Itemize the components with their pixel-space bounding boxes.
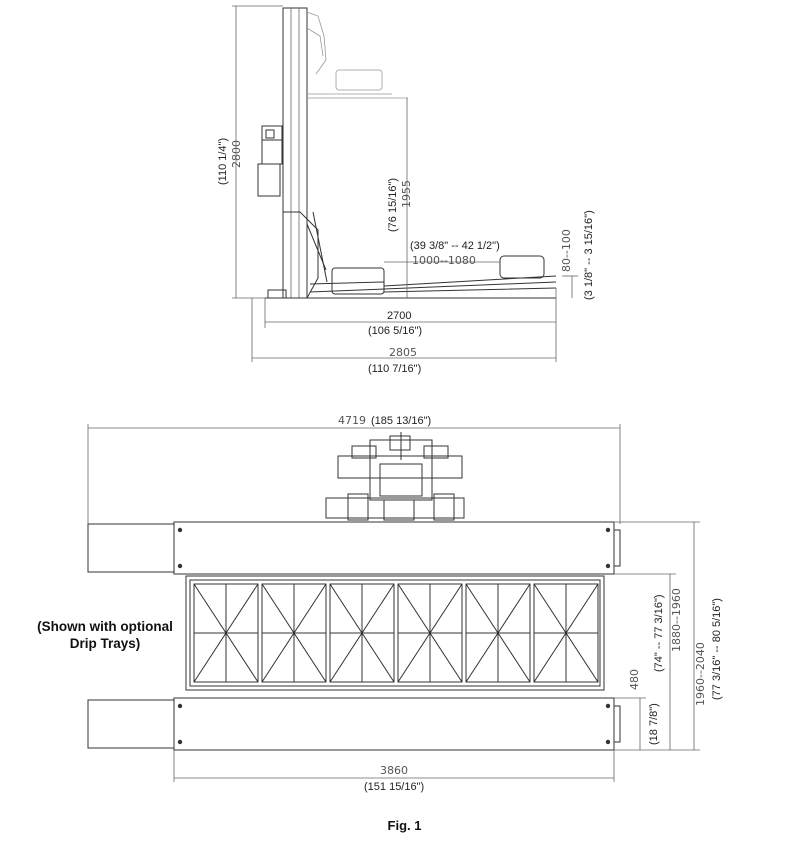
inner-span-in: (74" -- 77 3/16") (653, 594, 665, 672)
figure-caption: Fig. 1 (387, 818, 422, 833)
runway-lower (87, 697, 621, 751)
ramp-height: 80--100 (560, 229, 573, 272)
ramp-height-in: (3 1/8" -- 3 15/16") (583, 210, 595, 300)
drip-tray-panel (397, 583, 463, 683)
runway-width-in: (18 7/8") (648, 703, 660, 745)
lift-column (282, 7, 308, 299)
drip-trays (185, 575, 605, 691)
outer-span: 1960--2040 (694, 642, 707, 706)
lift-height: 1955 (400, 180, 413, 208)
height-total-in: (110 1/4") (217, 138, 229, 185)
lowered-runway (309, 255, 557, 295)
top-runway-length-in: (151 15/16") (364, 781, 424, 793)
drip-tray-panel (193, 583, 259, 683)
drip-tray-panel (465, 583, 531, 683)
ramp-length: 1000--1080 (412, 254, 476, 267)
overall-length-in: (110 7/16") (368, 363, 421, 375)
top-runway-length: 3860 (380, 764, 408, 777)
drip-tray-panel (329, 583, 395, 683)
overall-width-in: (185 13/16") (371, 415, 431, 427)
raised-runway-ghost (306, 11, 408, 99)
power-unit (257, 125, 283, 197)
height-total: 2800 (230, 140, 243, 168)
runway-length-in: (106 5/16") (368, 325, 422, 337)
outer-span-in: (77 3/16" -- 80 5/16") (711, 598, 723, 700)
runway-upper (87, 521, 621, 575)
runway-width: 480 (628, 669, 641, 690)
drip-tray-note: (Shown with optional Drip Trays) (37, 619, 173, 651)
overall-length: 2805 (389, 346, 417, 359)
drip-tray-panel (261, 583, 327, 683)
top-view: 4719 (185 13/16") (87, 414, 723, 793)
drip-tray-panel (533, 583, 599, 683)
overall-width: 4719 (338, 414, 366, 427)
column-assembly (325, 432, 465, 521)
ramp-length-in: (39 3/8" -- 42 1/2") (410, 240, 500, 252)
inner-span: 1880--1960 (670, 588, 683, 652)
side-view: (110 1/4") 2800 (76 15/16") 1955 (39 3/8… (217, 5, 595, 375)
lift-height-in: (76 15/16") (387, 178, 399, 232)
runway-length: 2700 (387, 310, 411, 322)
